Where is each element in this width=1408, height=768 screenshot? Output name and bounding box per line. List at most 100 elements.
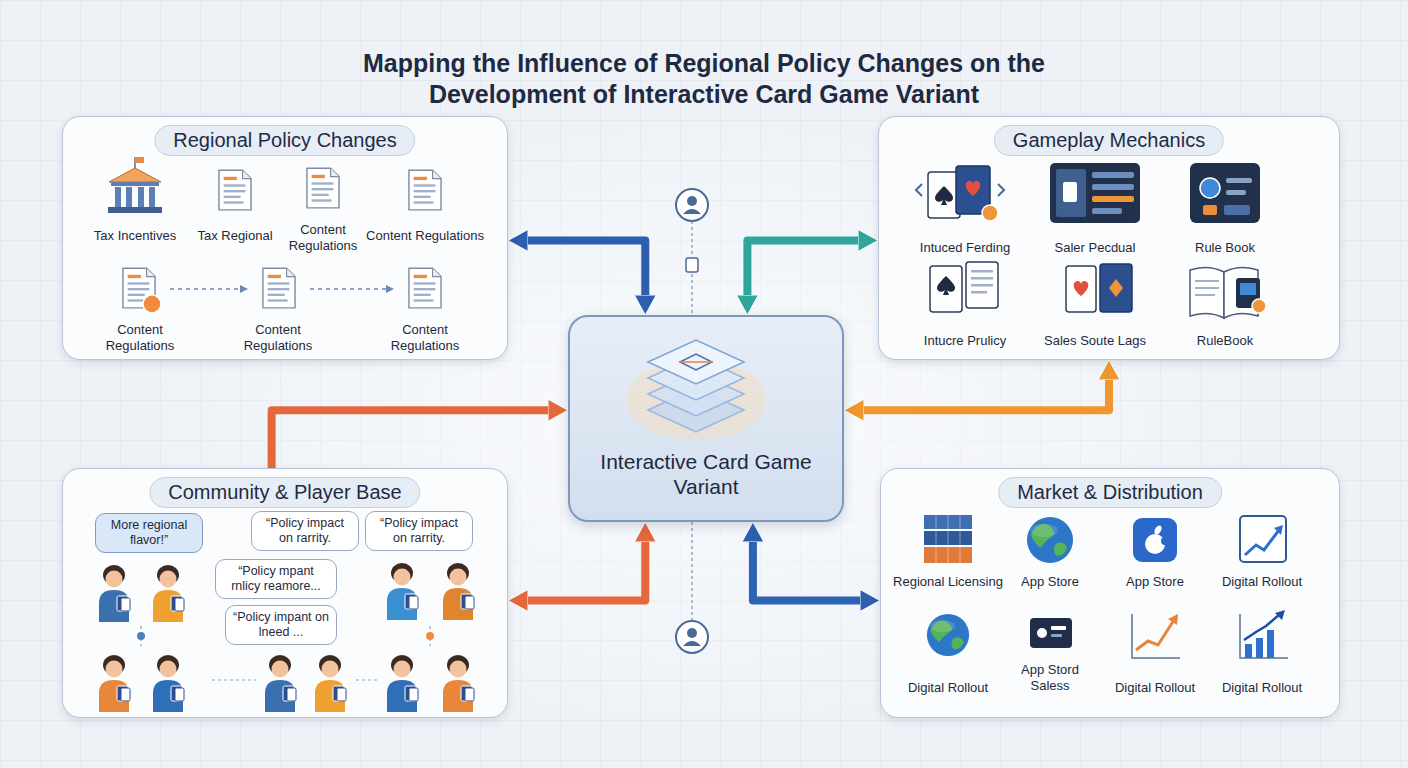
- bank-icon: [111, 182, 159, 186]
- tablet-icon: [1056, 169, 1086, 217]
- tablet-icon: [1050, 163, 1140, 223]
- flow-arrow: [526, 240, 645, 297]
- tablet-icon: [1050, 163, 1140, 223]
- book-icon: [1190, 267, 1266, 318]
- icon-caption: Sales Soute Lags: [1030, 333, 1160, 349]
- app-store-icon: [1133, 518, 1177, 562]
- center-icon: [626, 360, 766, 440]
- chart-icon: [1132, 614, 1180, 658]
- card-icon: [1100, 264, 1132, 312]
- app-store-card: [1051, 634, 1062, 637]
- panel-heading: Regional Policy Changes: [154, 125, 415, 156]
- speech-bubble: “Policy mpant rnlicy reamore...: [215, 559, 337, 599]
- icon-caption: Tax Regional: [190, 228, 280, 244]
- bank-icon: [115, 187, 121, 207]
- speech-bubble: “Policy impact on rarrity.: [251, 511, 359, 551]
- player-figures: [137, 632, 145, 640]
- chart-icon: [1168, 614, 1178, 625]
- tablet-icon: [1092, 196, 1134, 202]
- player-figures: [387, 563, 418, 620]
- icon-caption: Digital Rollout: [1210, 680, 1314, 696]
- bank-icon: [149, 187, 155, 207]
- chart-icon: [1136, 620, 1174, 650]
- icon-caption: Intuced Ferding: [905, 240, 1025, 256]
- icon-caption: Digital Rollout: [1100, 680, 1210, 696]
- center-icon: [680, 361, 712, 363]
- panel-heading: Gameplay Mechanics: [994, 125, 1224, 156]
- market-icons: [924, 515, 1288, 658]
- bank-icon: [109, 168, 161, 182]
- player-figures: [426, 632, 434, 640]
- decor-icons: [691, 522, 693, 621]
- tablet-icon: [1063, 182, 1077, 202]
- player-figures: [429, 626, 430, 646]
- container-icon: [936, 515, 937, 563]
- chart-icon: [1256, 638, 1263, 658]
- player-figures: [99, 565, 130, 622]
- app-store-card: [1030, 618, 1072, 648]
- center-icon: [626, 340, 766, 440]
- category-panel: Gameplay Mechanics: [878, 116, 1340, 360]
- card-icon: [928, 172, 960, 218]
- book-icon: [1195, 280, 1219, 282]
- speech-bubble: “Policy impact on rarrity.: [365, 511, 473, 551]
- dashed-arrow: [386, 285, 394, 293]
- person-badge: [687, 196, 697, 206]
- player-figures: [356, 679, 378, 680]
- card-icon: [982, 205, 998, 221]
- icon-caption: Rule Book: [1175, 240, 1275, 256]
- player-figures: [141, 626, 430, 680]
- container-icon: [948, 515, 949, 563]
- card-icon: [1066, 266, 1096, 312]
- bubble-text: “Policy impact on rarrity.: [259, 516, 351, 546]
- icon-caption: Digital Rollout: [1207, 574, 1317, 590]
- card-icon: [930, 262, 998, 312]
- book-icon: [1195, 294, 1215, 296]
- chart-icon: [1240, 516, 1286, 562]
- player-figures: [153, 565, 184, 622]
- person-badge: [686, 258, 698, 272]
- chart-icon: [1240, 610, 1288, 658]
- flow-arrow: [753, 540, 862, 601]
- card-icon: [1066, 264, 1132, 312]
- card-icon: [1074, 281, 1089, 296]
- decor-icons: [691, 221, 693, 258]
- icon-caption: Content Regulations: [95, 322, 185, 353]
- globe-icon: [1027, 517, 1073, 563]
- icon-caption: App Store: [1008, 574, 1092, 590]
- tablet-icon: [1092, 184, 1134, 190]
- flow-arrow: [272, 410, 550, 468]
- app-store-icon: [1161, 537, 1169, 545]
- card-icon: [971, 277, 993, 280]
- chart-icon: [1244, 614, 1280, 640]
- policy-icons: [108, 157, 441, 313]
- icon-caption: Content Regulations: [285, 222, 361, 253]
- card-icon: [971, 270, 993, 273]
- icon-caption: Content Regulations: [233, 322, 323, 353]
- document-icon: [409, 268, 441, 308]
- center-icon: [648, 372, 744, 416]
- dashed-arrow: [310, 288, 386, 290]
- player-figures: [153, 655, 184, 712]
- dashed-arrow: [240, 285, 248, 293]
- icon-caption: App Store: [1113, 574, 1197, 590]
- tablet-icon: [1224, 205, 1250, 215]
- bubble-text: “Policy mpant rnlicy reamore...: [223, 564, 329, 594]
- dashed-arrow: [170, 285, 394, 293]
- book-icon: [1190, 267, 1224, 318]
- tablet-icon: [1190, 163, 1260, 223]
- decor-icons: [691, 274, 693, 315]
- center-icon: [680, 354, 712, 370]
- bank-icon: [108, 207, 162, 213]
- person-badge: [683, 641, 701, 646]
- bank-icon: [108, 157, 162, 213]
- gameplay-icons: [916, 163, 1266, 318]
- player-figures: [99, 655, 130, 712]
- card-icon: [935, 186, 953, 205]
- speech-bubble: More regional flavor!”: [95, 513, 203, 553]
- icon-caption: Saler Pecdual: [1035, 240, 1155, 256]
- card-icon: [966, 262, 998, 308]
